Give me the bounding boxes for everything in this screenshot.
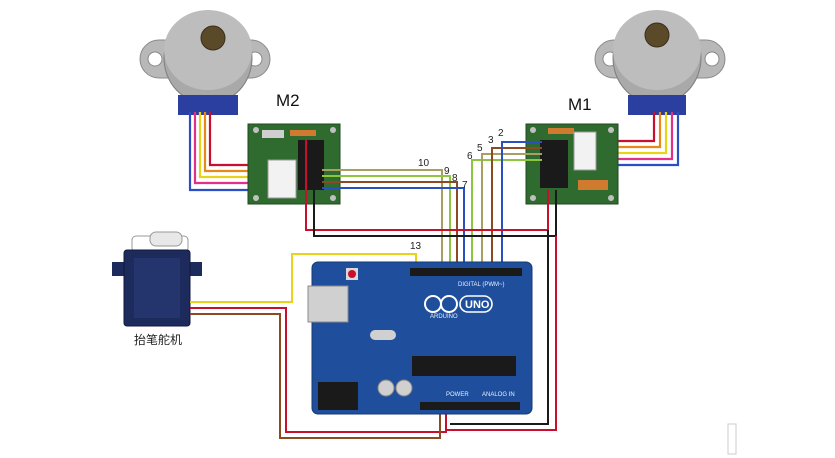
servo-wires — [190, 253, 447, 439]
pin-label-9: 9 — [444, 166, 450, 177]
corner-marker — [727, 423, 737, 455]
arduino-uno-label: UNO — [465, 299, 490, 311]
m1-motor-cable — [612, 112, 680, 167]
pin-label-2: 2 — [498, 128, 504, 139]
arduino-digital-label: DIGITAL (PWM~) — [458, 282, 505, 288]
arduino-brand-label: ARDUINO — [430, 314, 458, 320]
pin-label-8: 8 — [452, 173, 458, 184]
pin-label-13: 13 — [410, 241, 422, 252]
m1-signal-wires — [471, 141, 542, 268]
servo-label: 抬笔舵机 — [134, 332, 182, 347]
pin-label-7: 7 — [462, 180, 468, 191]
driver-board-m1 — [525, 123, 619, 205]
driver-power-wires — [305, 140, 557, 431]
pen-lift-servo — [112, 231, 202, 327]
pin-label-6: 6 — [467, 151, 473, 162]
arduino-power-label: POWER — [446, 392, 469, 398]
arduino-analog-label: ANALOG IN — [482, 392, 515, 398]
motor-label-m1: M1 — [568, 95, 592, 114]
pin-label-10: 10 — [418, 158, 430, 169]
arduino-uno-board — [307, 261, 533, 415]
m2-motor-cable — [188, 112, 252, 192]
stepper-motor-m2 — [139, 10, 271, 115]
driver-board-m2 — [247, 123, 341, 205]
motor-label-m2: M2 — [276, 91, 300, 110]
stepper-motor-m1 — [594, 10, 726, 115]
pin-label-3: 3 — [488, 135, 494, 146]
pin-label-5: 5 — [477, 143, 483, 154]
